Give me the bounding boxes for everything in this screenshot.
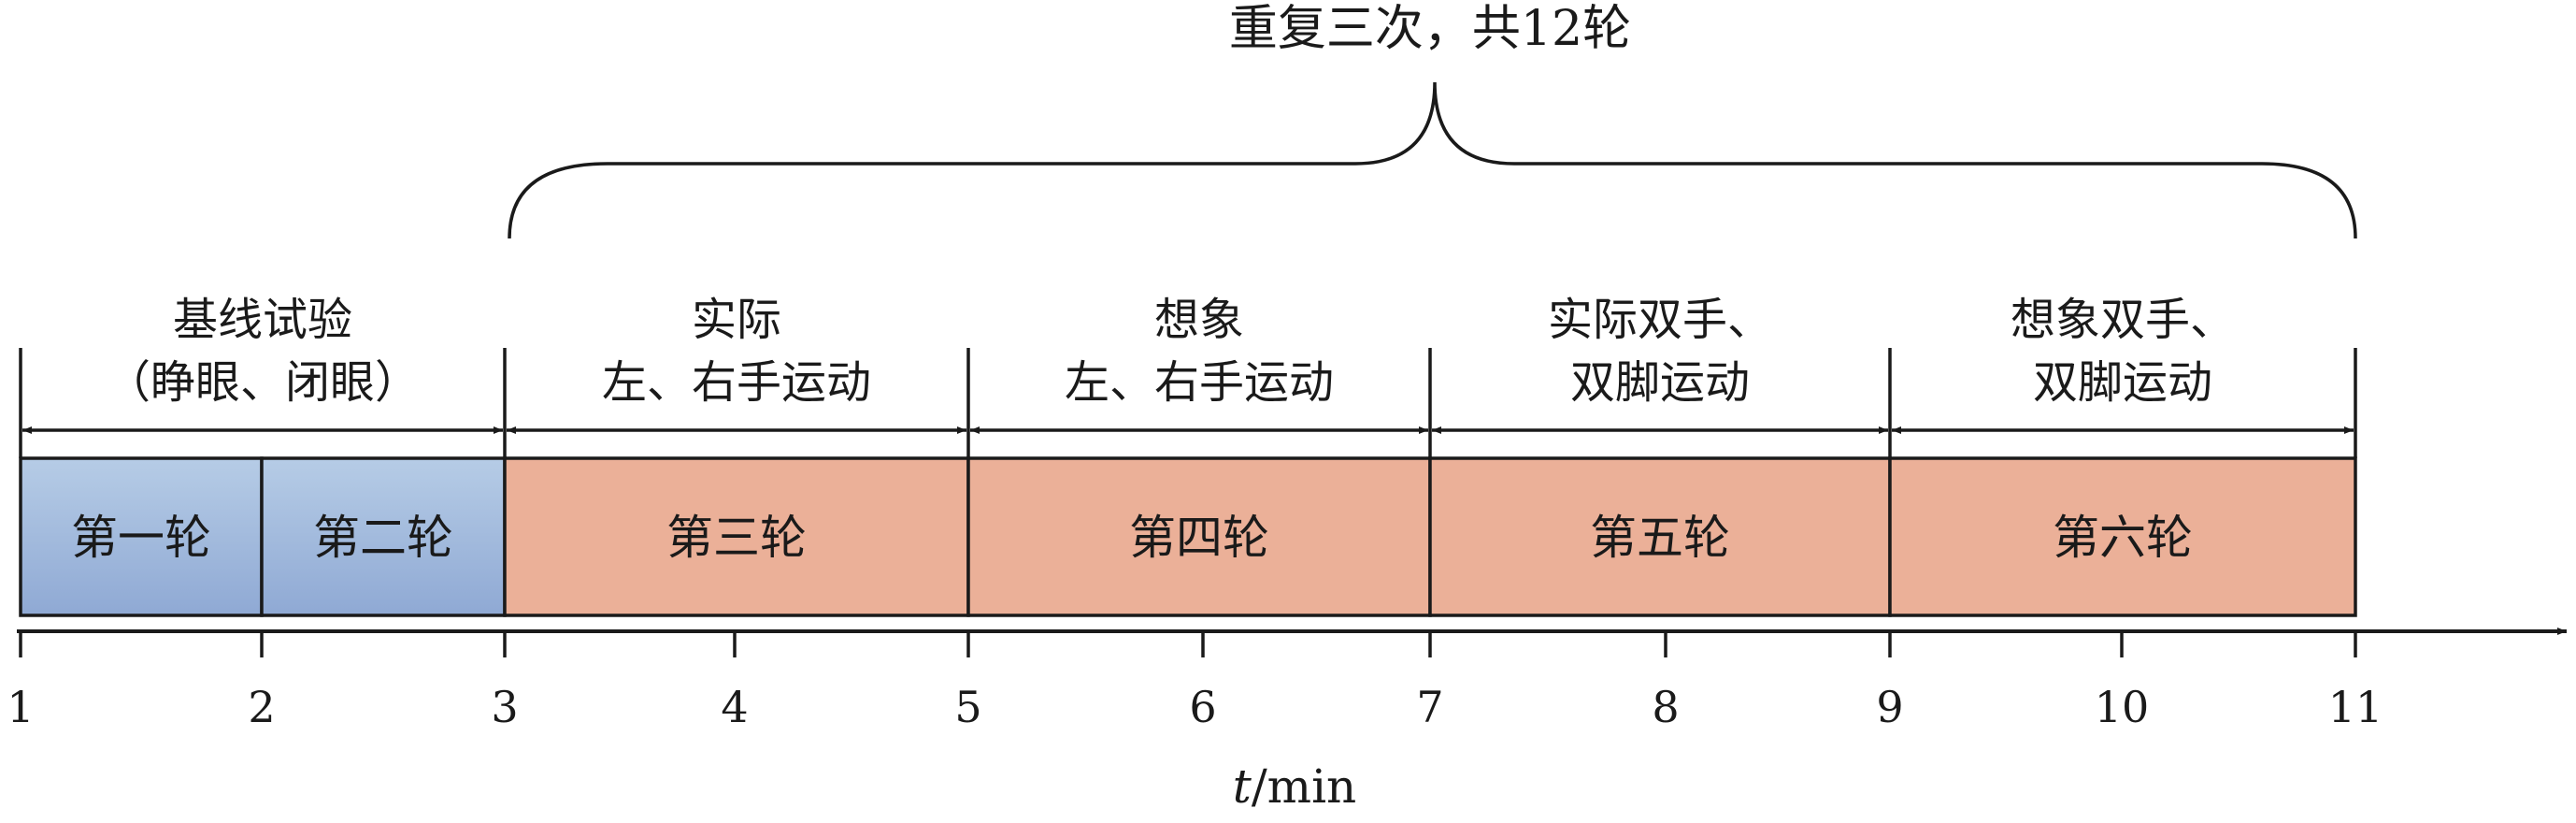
round-label: 第二轮 bbox=[313, 511, 453, 565]
axis-tick-label: 9 bbox=[1876, 682, 1903, 732]
phase-label-line2: 左、右手运动 bbox=[1065, 356, 1334, 409]
axis-tick-label: 6 bbox=[1189, 682, 1216, 732]
round-label: 第一轮 bbox=[71, 511, 211, 565]
axis-tick-label: 11 bbox=[2328, 682, 2383, 732]
phase-label-line2: 双脚运动 bbox=[1570, 356, 1750, 409]
round-blocks: 第一轮 第二轮 第三轮 第四轮 第五轮 第六轮 bbox=[19, 456, 2357, 617]
phase-label-line1: 想象 bbox=[1154, 294, 1244, 346]
round-label: 第三轮 bbox=[666, 511, 807, 565]
axis-tick-label: 10 bbox=[2095, 682, 2150, 732]
round-label: 第五轮 bbox=[1590, 511, 1730, 565]
phase-label-line1: 实际 bbox=[692, 294, 781, 346]
axis-tick-label: 8 bbox=[1652, 682, 1679, 732]
axis-tick-label: 3 bbox=[491, 682, 518, 732]
axis-tick-label: 5 bbox=[954, 682, 981, 732]
round-block bbox=[19, 456, 264, 617]
phase-label-line2: 双脚运动 bbox=[2033, 356, 2212, 409]
time-axis: 1 2 3 4 5 6 7 8 9 10 11 bbox=[7, 628, 2567, 732]
phase-layer: 基线试验（睁眼、闭眼）实际左、右手运动想象左、右手运动实际双手、双脚运动想象双手… bbox=[19, 294, 2357, 458]
round-label: 第四轮 bbox=[1129, 511, 1269, 565]
phase-label-line1: 实际双手、 bbox=[1548, 294, 1772, 346]
phase-label-line1: 想象双手、 bbox=[2011, 294, 2235, 346]
repeat-brace bbox=[508, 81, 2357, 239]
round-block bbox=[1888, 456, 2357, 617]
round-block bbox=[1428, 456, 1892, 617]
phase-label-line2: 左、右手运动 bbox=[602, 356, 871, 409]
axis-tick-label: 2 bbox=[248, 682, 275, 732]
round-block bbox=[260, 456, 507, 617]
axis-label: t/min bbox=[1233, 759, 1357, 814]
axis-tick-label: 7 bbox=[1416, 682, 1443, 732]
round-label: 第六轮 bbox=[2053, 511, 2193, 565]
phase-label-line2: （睁眼、闭眼） bbox=[106, 356, 420, 409]
round-block bbox=[966, 456, 1432, 617]
phase-label-line1: 基线试验 bbox=[173, 294, 352, 346]
axis-tick-label: 1 bbox=[7, 682, 34, 732]
axis-tick-label: 4 bbox=[721, 682, 748, 732]
repeat-label: 重复三次，共12轮 bbox=[1229, 1, 1631, 57]
